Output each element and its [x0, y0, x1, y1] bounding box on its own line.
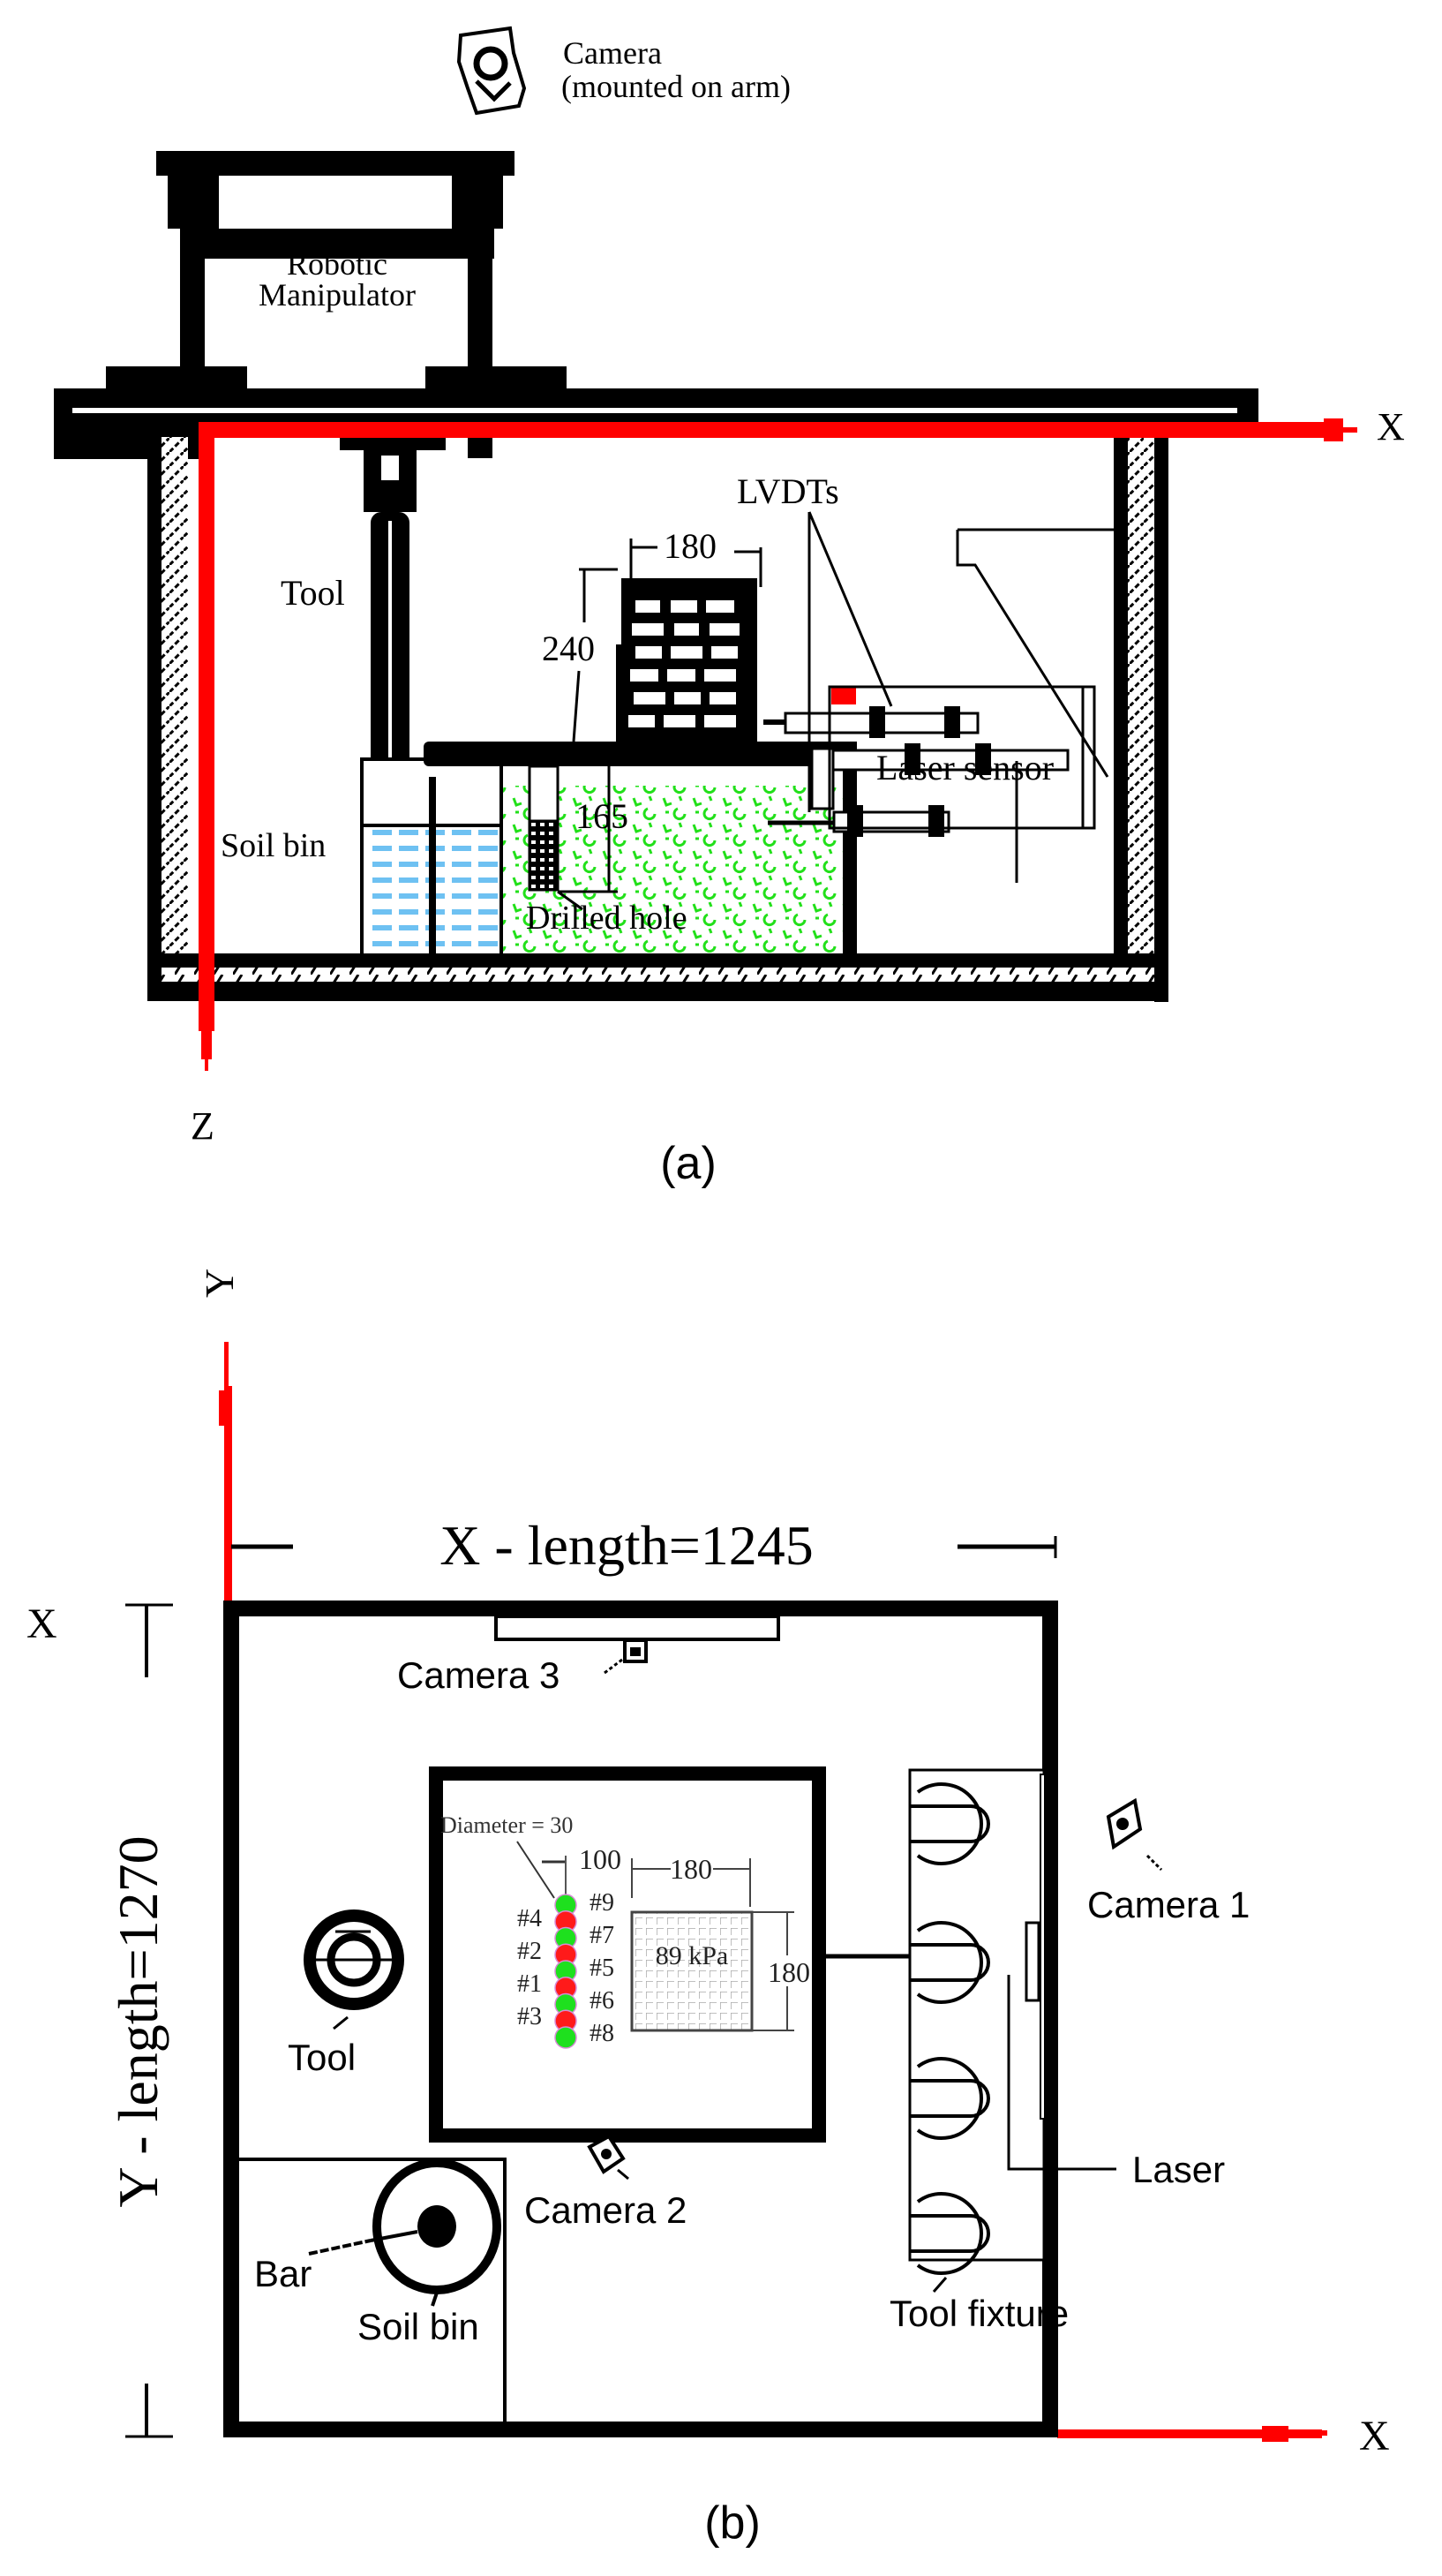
- camera3-label: Camera 3: [397, 1654, 560, 1696]
- soil-bin-plan-icon: [370, 2158, 501, 2294]
- tool-plan-icon: [304, 1909, 404, 2010]
- tool: [340, 433, 446, 768]
- x-length-label: X - length=1245: [439, 1514, 814, 1577]
- tool-plan-label: Tool: [288, 2037, 356, 2078]
- soil-bin-plan-label: Soil bin: [357, 2306, 479, 2347]
- dim-165: 165: [575, 796, 628, 836]
- manipulator-label-line1: Robotic: [287, 246, 387, 282]
- hole-labels-left: #4 #2 #1 #3: [517, 1905, 542, 2030]
- dim-240: 240: [542, 629, 595, 668]
- hole-label: #6: [590, 1987, 614, 2015]
- soil-block: [424, 742, 857, 958]
- camera2-icon: [587, 2134, 626, 2174]
- hole-label: #9: [590, 1889, 614, 1917]
- tool-fixture-label: Tool fixture: [890, 2293, 1069, 2334]
- pressure-label: 89 kPa: [656, 1941, 729, 1970]
- axis-y-label: Y: [197, 1269, 242, 1298]
- drilled-holes: [554, 1894, 577, 2049]
- camera-label-line1: Camera: [563, 35, 662, 71]
- axes-a: [199, 418, 1357, 1071]
- dim-180: 180: [664, 526, 717, 566]
- test-area: [429, 1766, 826, 2143]
- soil-bin: [360, 757, 503, 957]
- spacing-label: 100: [579, 1843, 621, 1875]
- laser-sensor-label: Laser sensor: [876, 748, 1054, 787]
- hole-label: #7: [590, 1922, 614, 1949]
- lvdts: [763, 511, 1114, 883]
- enclosure-plan: [223, 1601, 1058, 2437]
- hole-label: #8: [590, 2020, 614, 2047]
- manipulator-label-line2: Manipulator: [259, 277, 416, 313]
- brick-specimen: [616, 578, 757, 742]
- hole-label: #3: [517, 2003, 542, 2030]
- axis-z-label: Z: [191, 1104, 214, 1148]
- soil-bin-label: Soil bin: [221, 827, 326, 864]
- panel-a: Camera (mounted on arm) Robotic Manipula…: [54, 26, 1405, 1189]
- hole-dot: [554, 2026, 577, 2049]
- diameter-label: Diameter = 30: [440, 1812, 573, 1838]
- hole-labels-right: #9 #7 #5 #6 #8: [590, 1889, 614, 2047]
- lvdts-label: LVDTs: [737, 471, 839, 511]
- camera2-label: Camera 2: [524, 2189, 687, 2231]
- axis-x-label-b: X: [1359, 2413, 1390, 2459]
- camera-label-line2: (mounted on arm): [561, 69, 791, 104]
- soil-bin-compartment: [231, 2158, 507, 2429]
- hole-label: #2: [517, 1938, 542, 1965]
- camera1-icon: [1106, 1797, 1143, 1850]
- hole-label: #5: [590, 1955, 614, 1982]
- bar-label: Bar: [254, 2253, 312, 2294]
- tool-label: Tool: [281, 573, 345, 613]
- camera-icon: [456, 26, 527, 116]
- camera3-icon: [623, 1638, 648, 1663]
- plate-width-label: 180: [670, 1853, 712, 1885]
- camera3-bracket: [494, 1615, 780, 1641]
- camera1-label: Camera 1: [1087, 1884, 1250, 1925]
- drilled-hole-label: Drilled hole: [526, 900, 687, 937]
- hole-label: #4: [517, 1905, 542, 1932]
- panel-b: Y X X X - length=1245 Y - length=1270 Ca…: [26, 1269, 1390, 2549]
- caption-a: (a): [660, 1138, 717, 1189]
- tool-fixture: [908, 1768, 1116, 2275]
- plate-height-label: 180: [768, 1956, 810, 1988]
- hole-label: #1: [517, 1970, 542, 1998]
- axis-x-label-a: X: [1377, 405, 1405, 448]
- caption-b: (b): [704, 2497, 761, 2549]
- axis-x-label-left: X: [26, 1601, 57, 1647]
- loading-plate: [630, 1910, 754, 2032]
- y-length-label: Y - length=1270: [107, 1835, 169, 2207]
- laser-label: Laser: [1132, 2149, 1225, 2190]
